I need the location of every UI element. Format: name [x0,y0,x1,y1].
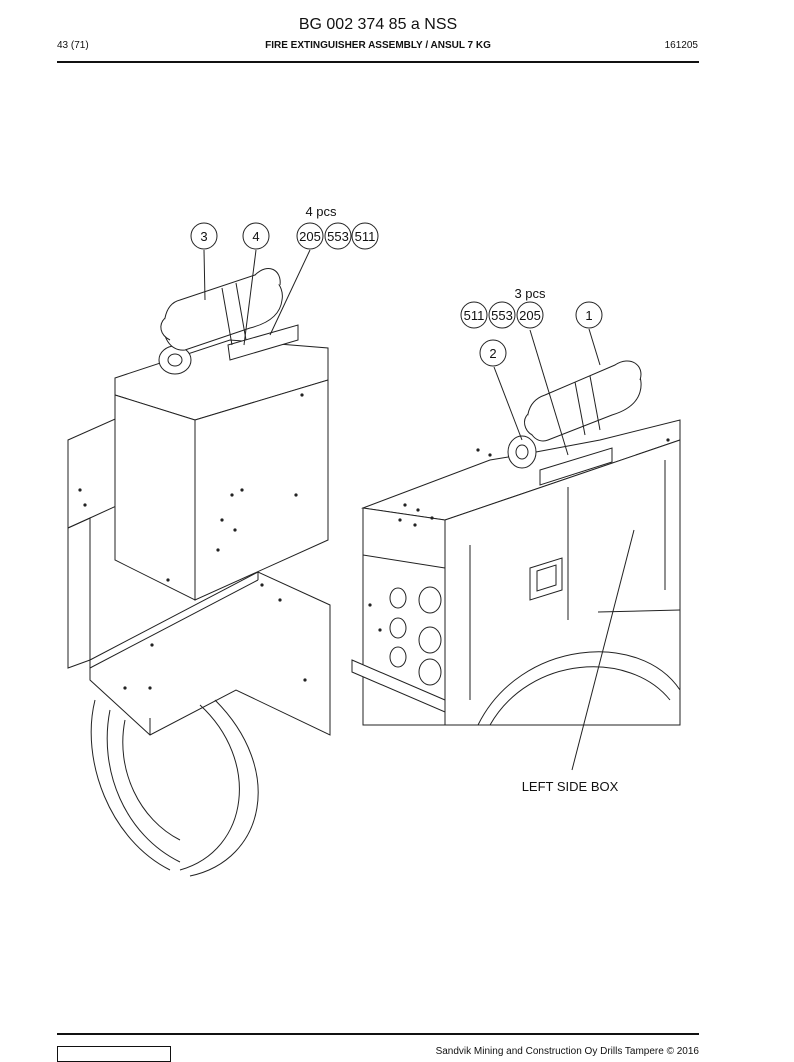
callout-511-right: 511 [464,308,485,323]
callout-205-left: 205 [299,229,321,244]
callout-553-left-circle [324,222,352,250]
callout-3-circle [190,222,218,250]
brand-logo [57,1046,171,1062]
callout-205-right-circle [516,301,544,329]
copyright-notice: Sandvik Mining and Construction Oy Drill… [435,1046,699,1057]
quantity-label-right: 3 pcs [514,286,546,301]
header-rule [57,61,699,63]
page-number: 43 (71) [57,40,89,51]
callout-2-circle [479,339,507,367]
callout-553-left: 553 [327,229,349,244]
callout-4: 4 [252,229,259,244]
page-title: FIRE EXTINGUISHER ASSEMBLY / ANSUL 7 KG [265,40,491,51]
callout-511-left-circle [351,222,379,250]
callouts-left [190,222,379,346]
left-machine-view [67,267,331,877]
left-side-box-label: LEFT SIDE BOX [522,779,619,794]
callout-511-left: 511 [355,229,376,244]
callouts-right [460,301,635,771]
callout-1: 1 [585,308,592,323]
callout-205-right: 205 [519,308,541,323]
right-machine-view [351,360,681,726]
callout-2: 2 [489,346,496,361]
callout-4-circle [242,222,270,250]
callout-553-right: 553 [491,308,513,323]
callout-553-right-circle [488,301,516,329]
document-date: 161205 [664,40,698,51]
callout-1-circle [575,301,603,329]
quantity-label-left: 4 pcs [305,204,337,219]
document-code: BG 002 374 85 a NSS [298,16,458,33]
callout-205-left-circle [296,222,324,250]
callout-511-right-circle [460,301,488,329]
footer-rule [57,1033,699,1035]
callout-3: 3 [200,229,207,244]
